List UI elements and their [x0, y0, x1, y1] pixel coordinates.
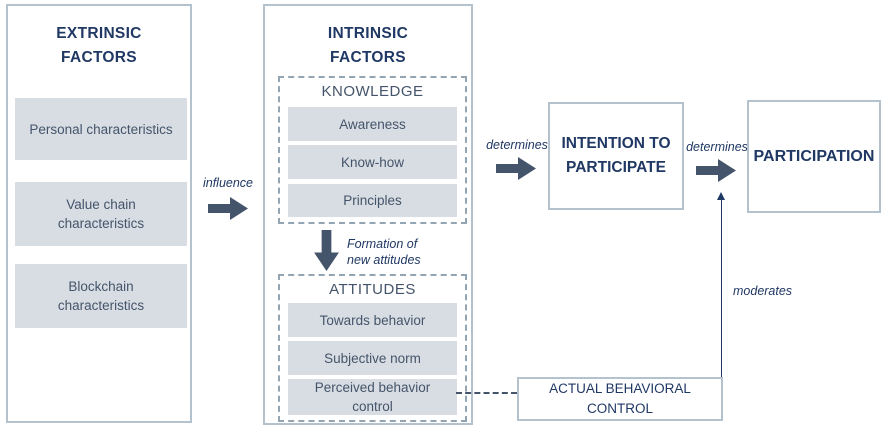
- actual-behavioral-control-box: ACTUAL BEHAVIORAL CONTROL: [517, 377, 723, 421]
- attitudes-item-subjective-norm: Subjective norm: [288, 341, 457, 375]
- determines-arrow-icon-2: [696, 159, 736, 182]
- formation-arrow-icon: [314, 230, 339, 271]
- extrinsic-factors-box: EXTRINSIC FACTORS Personal characteristi…: [6, 4, 192, 423]
- perceived-to-actual-dashed-connector: [456, 392, 517, 394]
- intention-to-participate-box: INTENTION TO PARTICIPATE: [548, 102, 684, 210]
- knowledge-title: KNOWLEDGE: [321, 83, 424, 100]
- participation-box: PARTICIPATION: [747, 100, 881, 213]
- extrinsic-factors-title: EXTRINSIC FACTORS: [56, 25, 142, 66]
- knowledge-group: KNOWLEDGE Awareness Know-how Principles: [278, 76, 467, 224]
- intrinsic-factors-title: INTRINSIC FACTORS: [327, 25, 409, 66]
- actual-behavioral-control-label: ACTUAL BEHAVIORAL CONTROL: [549, 381, 691, 416]
- formation-label: Formation of new attitudes: [347, 237, 421, 267]
- moderates-arrow-line: [721, 200, 722, 377]
- knowledge-item-awareness: Awareness: [288, 107, 457, 141]
- determines-arrow-icon-1: [496, 157, 536, 180]
- participation-label: PARTICIPATION: [753, 147, 875, 165]
- moderates-label: moderates: [733, 284, 793, 298]
- moderates-arrowhead-icon: [717, 192, 725, 200]
- determines-label-1: determines: [486, 138, 548, 152]
- knowledge-item-know-how: Know-how: [288, 145, 457, 179]
- intrinsic-factors-box: INTRINSIC FACTORS KNOWLEDGE Awareness Kn…: [263, 4, 473, 425]
- knowledge-item-principles: Principles: [288, 184, 457, 217]
- extrinsic-item-value-chain: Value chain characteristics: [15, 182, 187, 246]
- determines-label-2: determines: [686, 140, 748, 154]
- extrinsic-item-personal: Personal characteristics: [15, 98, 187, 160]
- attitudes-group: ATTITUDES Towards behavior Subjective no…: [278, 274, 467, 422]
- influence-label: influence: [202, 176, 254, 190]
- intention-to-participate-label: INTENTION TO PARTICIPATE: [561, 135, 671, 176]
- attitudes-item-perceived-control: Perceived behavior control: [288, 379, 457, 415]
- attitudes-item-towards-behavior: Towards behavior: [288, 303, 457, 337]
- influence-arrow-icon: [208, 197, 248, 220]
- attitudes-title: ATTITUDES: [329, 281, 416, 298]
- extrinsic-item-blockchain: Blockchain characteristics: [15, 264, 187, 328]
